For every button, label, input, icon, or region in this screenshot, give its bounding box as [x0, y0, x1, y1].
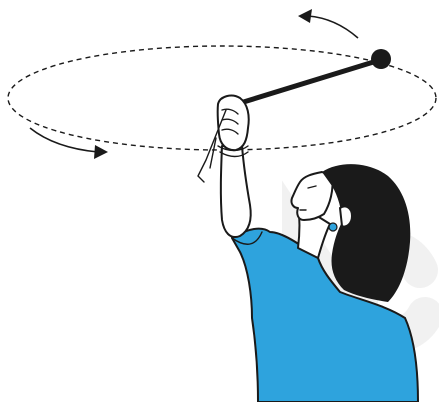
- raised-arm: [221, 146, 251, 237]
- person: [198, 96, 418, 402]
- bottom-direction-arrow: [30, 128, 108, 159]
- earring: [329, 223, 337, 231]
- string: [237, 60, 380, 104]
- top-direction-arrow: [298, 9, 358, 38]
- face: [291, 172, 332, 220]
- hand: [218, 96, 249, 151]
- ear: [340, 206, 352, 226]
- ball: [371, 49, 391, 69]
